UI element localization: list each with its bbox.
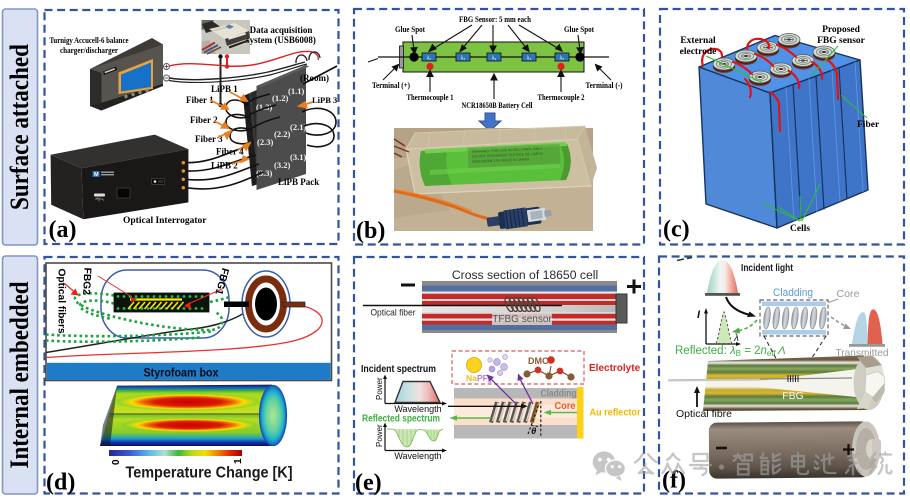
svg-text:(1.2): (1.2) (272, 93, 288, 103)
svg-text:Styrofoam box: Styrofoam box (144, 368, 220, 380)
svg-text:Fiber 4: Fiber 4 (216, 147, 244, 157)
svg-text:NCR18650B 3.6V MADE IN JAP: NCR18650B 3.6V MADE IN JAPAN (472, 157, 529, 163)
svg-text:Optical fiber: Optical fiber (371, 308, 416, 319)
svg-text:Surface attached: Surface attached (5, 44, 34, 210)
svg-text:Power: Power (375, 424, 384, 447)
svg-text:Wavelength: Wavelength (394, 451, 441, 461)
svg-text:Power: Power (375, 377, 384, 400)
svg-text:(f): (f) (662, 468, 686, 494)
svg-text:WARNING: FOR USE IN CELL PACK: WARNING: FOR USE IN CELL PACK ONLY (472, 147, 543, 154)
svg-text:Cells: Cells (790, 224, 810, 234)
svg-text:Reflected spectrum: Reflected spectrum (362, 414, 440, 425)
svg-text:Reflected: λB = 2neff Λ: Reflected: λB = 2neff Λ (675, 345, 786, 358)
svg-text:DMC: DMC (528, 356, 549, 366)
svg-text:FBG Sensor: 5 mm each: FBG Sensor: 5 mm each (459, 14, 531, 24)
svg-text:Temperature Change [K]: Temperature Change [K] (126, 465, 293, 482)
svg-text:Fiber 3: Fiber 3 (195, 134, 223, 144)
svg-text:(Room): (Room) (300, 73, 329, 83)
svg-text:DO NOT RECHARGE OUTSIDE OF LIM: DO NOT RECHARGE OUTSIDE OF LIMITS (472, 152, 544, 159)
svg-text:PF: PF (477, 373, 488, 383)
svg-text:Core: Core (555, 401, 577, 412)
svg-text:0: 0 (111, 459, 122, 465)
svg-text:(2.2): (2.2) (274, 129, 290, 139)
svg-text:FBG2: FBG2 (80, 267, 92, 295)
svg-text:TFBG sensor: TFBG sensor (492, 314, 552, 325)
svg-text:(3.2): (3.2) (274, 160, 290, 170)
svg-text:λ: λ (733, 333, 739, 344)
svg-text:(3.1): (3.1) (290, 152, 306, 162)
svg-text:Optical fibers: Optical fibers (56, 269, 67, 334)
svg-text:Electrolyte: Electrolyte (589, 363, 641, 374)
svg-text:(a): (a) (49, 217, 77, 243)
svg-text:NCR18650B Battery Cell: NCR18650B Battery Cell (462, 100, 533, 110)
svg-text:(1.3): (1.3) (256, 102, 272, 112)
svg-text:Incident spectrum: Incident spectrum (361, 364, 436, 375)
svg-text:electrode: electrode (680, 47, 717, 57)
svg-text:(3.3): (3.3) (256, 168, 272, 178)
svg-text:1: 1 (233, 458, 244, 464)
svg-text:charger/discharger: charger/discharger (60, 46, 118, 55)
svg-text:Incident light: Incident light (741, 263, 794, 274)
svg-text:FBG sensor: FBG sensor (817, 36, 866, 46)
svg-text:(c): (c) (663, 217, 690, 243)
svg-text:Fiber 2: Fiber 2 (190, 115, 218, 125)
svg-text:Cross section of 18650 cell: Cross section of 18650 cell (452, 268, 598, 282)
svg-text:Cladding: Cladding (541, 389, 577, 400)
svg-text:Au reflector: Au reflector (590, 408, 641, 419)
svg-text:(1.1): (1.1) (288, 86, 304, 96)
svg-text:Transmitted: Transmitted (836, 347, 889, 359)
svg-text:(d): (d) (46, 470, 75, 496)
svg-text:FBG: FBG (782, 390, 804, 402)
svg-text:λ₅: λ₅ (560, 56, 565, 62)
svg-text:Core: Core (837, 288, 860, 300)
svg-text:Glue Spot: Glue Spot (564, 24, 594, 34)
svg-text:Terminal (+): Terminal (+) (372, 80, 410, 90)
svg-text:Proposed: Proposed (822, 25, 861, 35)
svg-text:θ: θ (531, 426, 537, 437)
svg-text:Wavelength: Wavelength (394, 404, 441, 414)
svg-text:Thermocouple 2: Thermocouple 2 (538, 92, 585, 102)
svg-text:6: 6 (488, 379, 492, 385)
svg-text:LiPB 1: LiPB 1 (211, 84, 238, 94)
svg-text:Fiber 1: Fiber 1 (186, 95, 214, 105)
svg-text:External: External (680, 36, 716, 46)
svg-text:(2.3): (2.3) (257, 137, 273, 147)
svg-text:(b): (b) (356, 218, 385, 244)
svg-text:Turnigy Accucell-6 balance: Turnigy Accucell-6 balance (50, 36, 129, 45)
svg-text:Terminal (-): Terminal (-) (586, 80, 623, 90)
svg-text:Thermocouple 1: Thermocouple 1 (407, 92, 454, 102)
svg-text:Internal embedded: Internal embedded (5, 281, 34, 468)
svg-text:Optical fibre: Optical fibre (676, 408, 732, 420)
svg-text:Optical Interrogator: Optical Interrogator (123, 216, 207, 226)
svg-text:LiPB 2: LiPB 2 (211, 161, 238, 171)
svg-text:λ₂: λ₂ (461, 56, 466, 62)
svg-text:M: M (94, 172, 99, 178)
svg-text:λ₁: λ₁ (427, 56, 432, 62)
svg-text:LiPB Pack: LiPB Pack (278, 177, 319, 187)
svg-text:LiPB 3: LiPB 3 (312, 95, 337, 105)
svg-text:I: I (697, 309, 701, 321)
svg-text:system (USB6008): system (USB6008) (246, 35, 316, 45)
svg-text:Cladding: Cladding (773, 287, 813, 299)
svg-text:λ₄: λ₄ (527, 56, 532, 62)
svg-text:(2.1): (2.1) (290, 122, 306, 132)
svg-text:Na: Na (466, 373, 477, 383)
svg-text:(e): (e) (355, 470, 382, 496)
svg-text:Glue Spot: Glue Spot (395, 24, 425, 34)
svg-text:Data acquisition: Data acquisition (250, 25, 313, 35)
svg-text:λ₃: λ₃ (492, 56, 497, 62)
svg-text:Fiber: Fiber (857, 120, 880, 130)
